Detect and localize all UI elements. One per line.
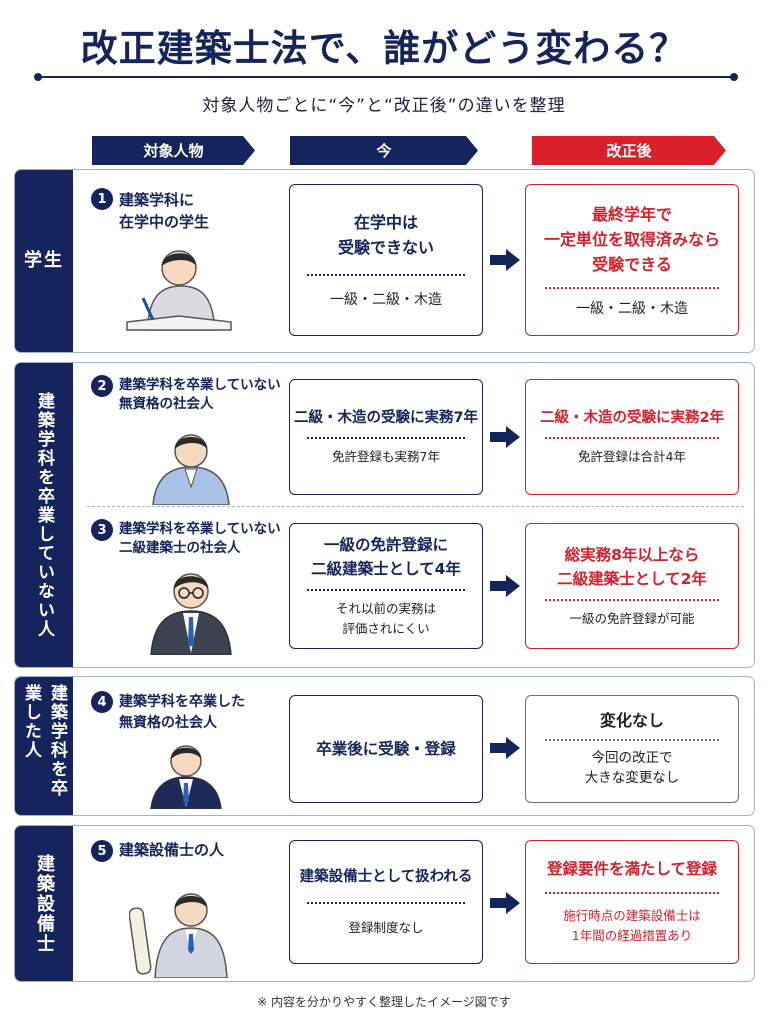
- page-title: 改正建築士法で、誰がどう変わる？: [80, 27, 688, 70]
- after-sub: 施行時点の建築設備士は 1年間の経過措置あり: [563, 908, 701, 943]
- student-avatar-icon: [126, 250, 232, 331]
- dotted-divider: [307, 902, 465, 904]
- after-main: 総実務8年以上なら 二級建築士として2年: [557, 546, 707, 588]
- dotted-divider: [545, 739, 719, 741]
- after-box: 変化なし 今回の改正で 大きな変更なし: [525, 695, 739, 803]
- now-sub: 一級・二級・木造: [330, 292, 442, 308]
- after-main: 最終学年で 一定単位を取得済みなら 受験できる: [543, 204, 720, 274]
- arrow-right-icon: [490, 249, 520, 271]
- dotted-divider: [545, 286, 719, 289]
- now-main: 二級・木造の受験に実務7年: [293, 410, 479, 426]
- column-header-after: 改正後: [532, 136, 726, 165]
- after-sub: 一級・二級・木造: [576, 300, 688, 317]
- section-student: 学生 1 建築学科に 在学中の学生 在学中は 受験できない 一級・二級・木造 最…: [14, 169, 755, 353]
- person-2: 2 建築学科を卒業していない 無資格の社会人: [91, 375, 291, 505]
- row-divider: [87, 506, 744, 507]
- person-4: 4 建築学科を卒業した 無資格の社会人: [91, 691, 291, 811]
- person-label: 建築学科を卒業していない 無資格の社会人: [119, 377, 281, 412]
- after-main: 変化なし: [599, 711, 664, 730]
- dotted-divider: [307, 274, 465, 276]
- number-badge: 2: [91, 375, 113, 397]
- person-label: 建築設備士の人: [119, 841, 225, 859]
- now-box: 建築設備士として扱われる 登録制度なし: [289, 840, 483, 964]
- arrow-right-icon: [490, 575, 520, 597]
- now-box: 一級の免許登録に 二級建築士として4年 それ以前の実務は 評価されにくい: [289, 523, 483, 649]
- dotted-divider: [545, 437, 719, 439]
- after-sub: 今回の改正で 大きな変更なし: [584, 750, 680, 786]
- engineer-avatar-icon: [129, 893, 228, 978]
- section-equipment-engineer: 建築設備士 5 建築設備士の人 建築設備士として扱われる 登録制度なし 登録要件…: [14, 825, 755, 982]
- sidebar-label: 建築設備士: [15, 826, 73, 981]
- now-box: 卒業後に受験・登録: [289, 695, 483, 803]
- after-sub: 免許登録は合計4年: [578, 449, 686, 464]
- arrow-right-icon: [490, 426, 520, 448]
- person-label: 建築学科を卒業した 無資格の社会人: [119, 694, 245, 731]
- now-sub: 登録制度なし: [348, 920, 424, 935]
- arrow-right-icon: [490, 737, 520, 759]
- person-5: 5 建築設備士の人: [91, 840, 291, 980]
- now-sub: それ以前の実務は 評価されにくい: [335, 601, 436, 636]
- after-sub: 一級の免許登録が可能: [569, 611, 695, 626]
- person-1: 1 建築学科に 在学中の学生: [91, 188, 291, 348]
- person-label: 建築学科に 在学中の学生: [119, 191, 210, 231]
- page-subtitle: 対象人物ごとに“今”と“改正後”の違いを整理: [202, 96, 566, 116]
- number-badge: 3: [91, 519, 113, 541]
- sidebar-label: 建築学科を卒業した人: [15, 677, 73, 815]
- after-box: 総実務8年以上なら 二級建築士として2年 一級の免許登録が可能: [525, 523, 739, 649]
- number-badge: 4: [91, 691, 113, 713]
- sidebar-label: 学生: [15, 170, 73, 352]
- column-header-person: 対象人物: [92, 136, 255, 165]
- number-badge: 5: [91, 840, 113, 862]
- footnote: ※ 内容を分かりやすく整理したイメージ図です: [257, 995, 511, 1009]
- after-box: 最終学年で 一定単位を取得済みなら 受験できる 一級・二級・木造: [525, 184, 739, 336]
- section-non-graduate: 建築学科を卒業していない人 2 建築学科を卒業していない 無資格の社会人 二級・…: [14, 362, 755, 668]
- after-box: 登録要件を満たして登録 施行時点の建築設備士は 1年間の経過措置あり: [525, 840, 739, 964]
- graduate-avatar-icon: [150, 745, 222, 809]
- person-3: 3 建築学科を卒業していない 二級建築士の社会人: [91, 519, 291, 659]
- column-header-now: 今: [290, 136, 478, 165]
- person-label: 建築学科を卒業していない 二級建築士の社会人: [119, 521, 281, 556]
- title-rule: [34, 73, 738, 81]
- number-badge: 1: [91, 188, 113, 210]
- businessman-avatar-icon: [150, 573, 232, 655]
- worker-avatar-icon: [152, 434, 230, 505]
- now-main: 在学中は 受験できない: [337, 213, 434, 257]
- now-main: 卒業後に受験・登録: [316, 740, 456, 758]
- sidebar-label: 建築学科を卒業していない人: [15, 363, 73, 667]
- now-sub: 免許登録も実務7年: [332, 449, 440, 464]
- after-main: 登録要件を満たして登録: [546, 860, 718, 878]
- dotted-divider: [545, 892, 719, 894]
- after-box: 二級・木造の受験に実務2年 免許登録は合計4年: [525, 379, 739, 495]
- dotted-divider: [307, 437, 465, 439]
- dotted-divider: [545, 599, 719, 601]
- now-main: 建築設備士として扱われる: [299, 869, 473, 885]
- now-box: 二級・木造の受験に実務7年 免許登録も実務7年: [289, 379, 483, 495]
- now-main: 一級の免許登録に 二級建築士として4年: [311, 536, 461, 578]
- after-main: 二級・木造の受験に実務2年: [539, 410, 725, 426]
- section-graduate: 建築学科を卒業した人 4 建築学科を卒業した 無資格の社会人 卒業後に受験・登録…: [14, 676, 755, 816]
- arrow-right-icon: [490, 892, 520, 914]
- now-box: 在学中は 受験できない 一級・二級・木造: [289, 184, 483, 336]
- dotted-divider: [307, 589, 465, 591]
